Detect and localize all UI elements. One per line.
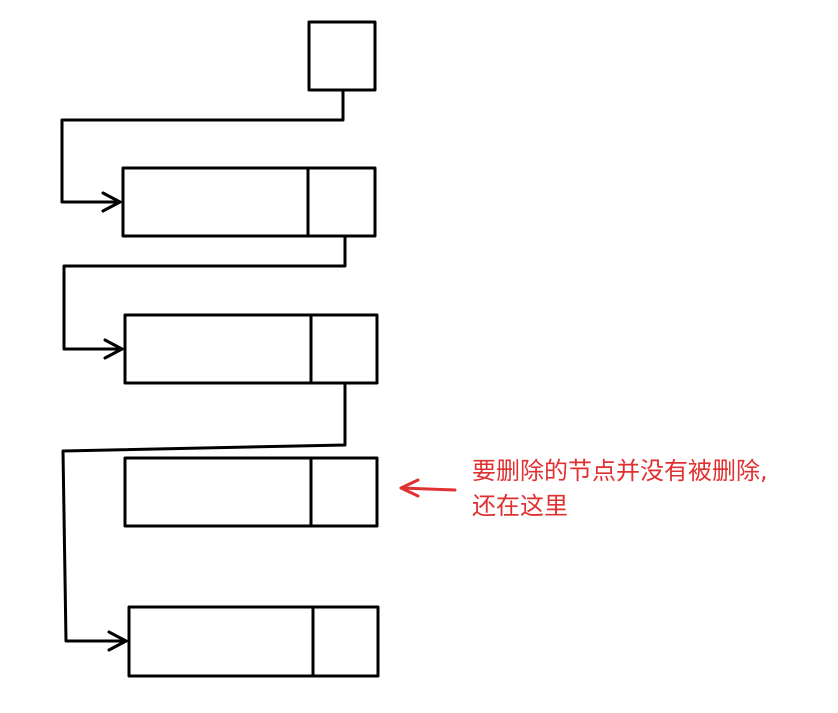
annotation-text-line-1: 要删除的节点并没有被删除, — [472, 457, 768, 485]
arrowhead-node-2 — [103, 338, 124, 360]
list-node-2 — [123, 313, 379, 385]
list-node-3-deleted — [123, 456, 379, 528]
connector-head-to-node-1 — [60, 88, 345, 204]
list-node-4 — [127, 605, 380, 678]
node-4-data-field — [127, 605, 380, 678]
annotation-arrowhead — [399, 478, 420, 498]
node-3-data-field — [123, 456, 379, 528]
head-pointer-box — [307, 20, 377, 92]
annotation-arrow-line — [399, 486, 457, 492]
arrowhead-node-1 — [101, 191, 122, 213]
node-1-data-field — [121, 166, 377, 238]
list-node-1 — [121, 166, 377, 238]
annotation-text-line-2: 还在这里 — [472, 492, 568, 520]
connector-node-1-to-node-2 — [62, 234, 347, 351]
arrowhead-node-4 — [107, 630, 128, 652]
connector-node-2-to-node-4 — [61, 381, 347, 643]
node-2-data-field — [123, 313, 379, 385]
